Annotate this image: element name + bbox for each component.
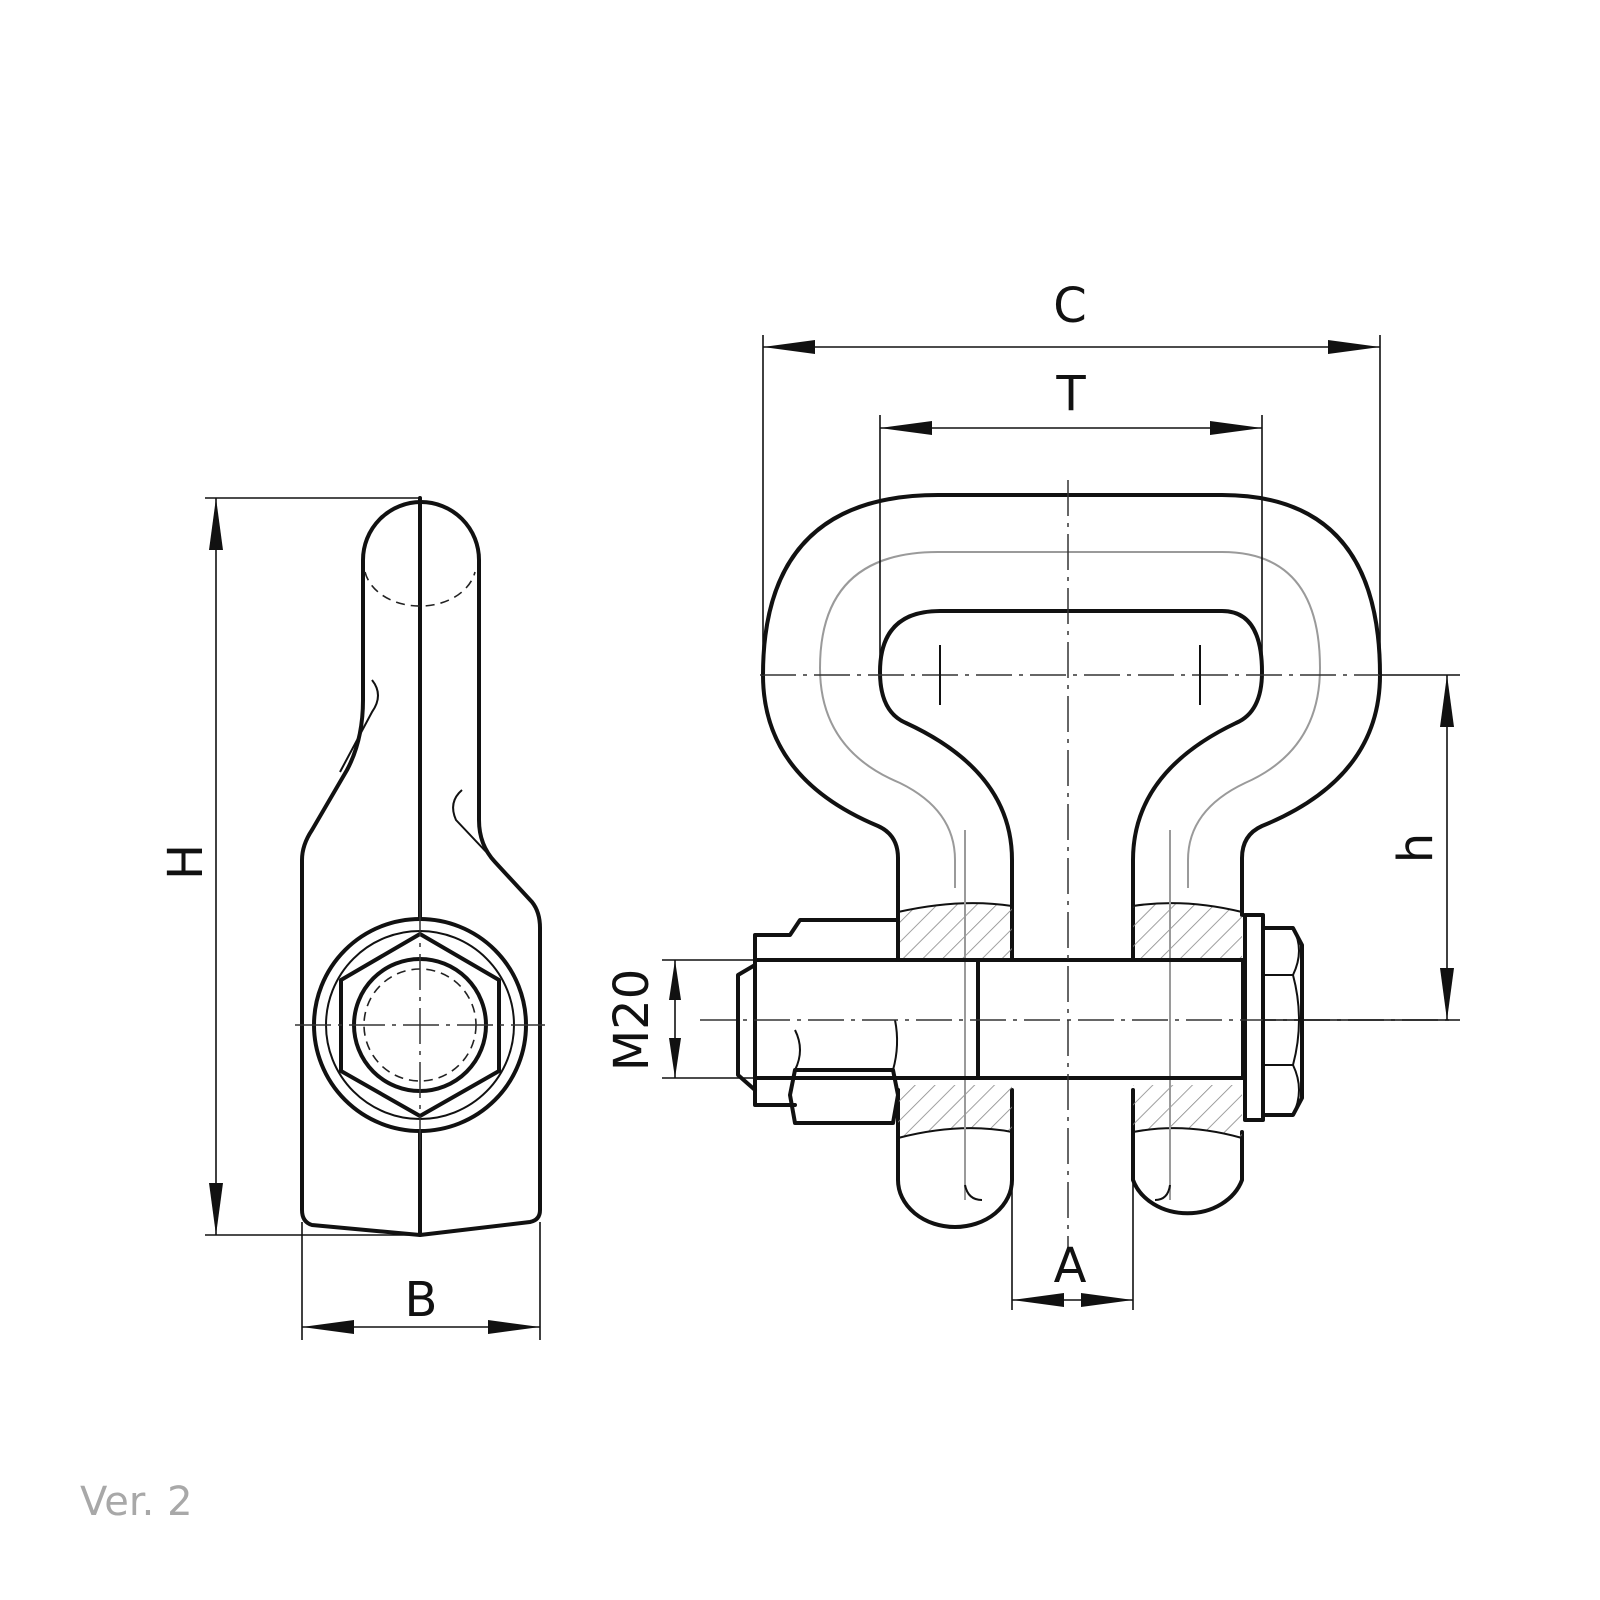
side-view-curl-left <box>339 679 379 773</box>
front-view <box>700 480 1450 1250</box>
label-B: B <box>405 1272 438 1328</box>
section-hatch-left-bottom <box>898 1085 1012 1138</box>
leg-left-hook <box>964 1184 983 1201</box>
dimension-M20: M20 <box>604 959 755 1079</box>
section-hatch-right-top <box>1133 903 1242 960</box>
bow-outer <box>761 493 1382 917</box>
label-A: A <box>1054 1238 1087 1294</box>
dimension-A: A <box>1011 1180 1134 1310</box>
leg-right <box>1131 1088 1244 1216</box>
section-hatch-right-bottom <box>1133 1085 1242 1138</box>
section-break-right-bottom <box>1132 1127 1243 1139</box>
section-break-left-top <box>897 902 1013 913</box>
dimension-T: T <box>879 366 1263 672</box>
leg-left <box>896 1088 1014 1229</box>
version-label: Ver. 2 <box>80 1479 193 1525</box>
label-M20: M20 <box>604 969 660 1072</box>
bolt-head-curve-1 <box>794 1029 801 1071</box>
nut-right <box>1261 926 1304 1117</box>
side-view-outline <box>300 500 542 1237</box>
label-H: H <box>158 844 214 880</box>
label-T: T <box>1055 366 1086 422</box>
nut-right-chamfers <box>1292 927 1300 1116</box>
dimension-H: H <box>158 497 420 1236</box>
dimension-B: B <box>301 1222 541 1340</box>
section-hatch-left-top <box>898 903 1012 960</box>
section-break-right-top <box>1132 902 1243 913</box>
side-view-hidden-bow <box>364 571 476 607</box>
dimension-h: h <box>1263 674 1460 1021</box>
washer-right <box>1243 913 1265 1122</box>
label-h: h <box>1388 833 1444 863</box>
bow-inner <box>878 609 1264 962</box>
bolt-head-chamfer <box>736 963 757 1092</box>
bolt-head <box>753 918 900 1107</box>
leg-right-hook <box>1154 1184 1171 1201</box>
bow-ghost-line <box>818 551 1322 888</box>
side-view <box>295 496 545 1237</box>
bolt-head-curve-2 <box>892 1019 899 1071</box>
label-C: C <box>1053 278 1087 334</box>
side-view-curl-right <box>452 789 491 857</box>
section-break-left-bottom <box>897 1127 1013 1139</box>
dimension-C: C <box>762 278 1381 675</box>
